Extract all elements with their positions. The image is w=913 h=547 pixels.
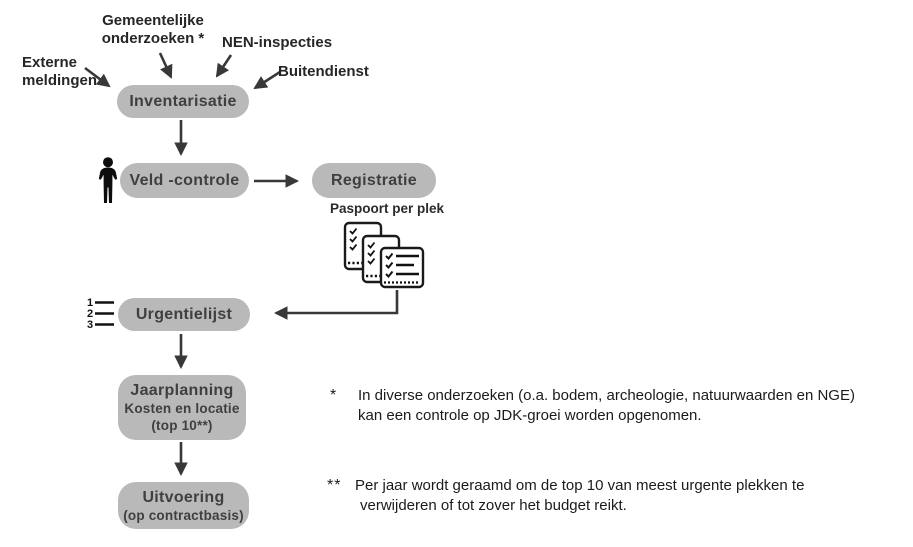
footnote-line: Per jaar wordt geraamd om de top 10 van … xyxy=(355,477,805,494)
node-inventarisatie: Inventarisatie xyxy=(117,85,249,118)
node-subline: (op contractbasis) xyxy=(123,507,244,523)
arrow-documents-to-urgentielijst xyxy=(273,290,399,320)
node-veld-controle: Veld -controle xyxy=(120,163,249,198)
list-number-1: 1 xyxy=(87,297,93,309)
footnote-marker: ** xyxy=(327,477,342,494)
node-urgentielijst: Urgentielijst xyxy=(118,298,250,331)
node-label: Urgentielijst xyxy=(135,306,233,323)
list-number-2: 2 xyxy=(87,308,93,320)
priority-numbered-list-icon: 1 2 3 xyxy=(86,296,116,331)
arrow-gemeentelijke-to-inventarisatie xyxy=(158,52,173,79)
node-label: Inventarisatie xyxy=(129,93,237,110)
registratie-caption: Paspoort per plek xyxy=(329,201,445,216)
footnote-line: kan een controle op JDK-groei worden opg… xyxy=(358,406,702,424)
label-line: meldingen xyxy=(22,72,98,89)
label-line: NEN-inspecties xyxy=(222,34,333,51)
label-gemeentelijke-onderzoeken: Gemeentelijke onderzoeken * xyxy=(97,12,209,48)
node-label: Jaarplanning xyxy=(130,382,234,399)
footnote-text: In diverse onderzoeken (o.a. bodem, arch… xyxy=(358,386,855,425)
arrow-buitendienst-to-inventarisatie xyxy=(253,70,281,90)
footnote-line: In diverse onderzoeken (o.a. bodem, arch… xyxy=(358,387,855,404)
footnote-marker: * xyxy=(330,387,338,404)
footnote-single-asterisk: * In diverse onderzoeken (o.a. bodem, ar… xyxy=(330,386,890,425)
node-label: Registratie xyxy=(331,172,417,189)
label-line: Buitendienst xyxy=(278,63,369,80)
node-subline: (top 10**) xyxy=(151,418,213,433)
label-nen-inspecties: NEN-inspecties xyxy=(222,34,332,52)
node-label: Veld -controle xyxy=(129,172,240,189)
label-buitendienst: Buitendienst xyxy=(278,63,369,81)
document-front xyxy=(379,246,425,289)
node-jaarplanning: Jaarplanning Kosten en locatie (top 10**… xyxy=(118,375,246,440)
footnote-double-asterisk: ** Per jaar wordt geraamd om de top 10 v… xyxy=(327,476,887,515)
label-line: onderzoeken * xyxy=(101,30,205,47)
label-line: Gemeentelijke xyxy=(102,12,204,29)
node-registratie: Registratie xyxy=(312,163,436,198)
node-label: Uitvoering xyxy=(142,488,225,506)
checklist-documents-icon xyxy=(343,221,425,289)
node-uitvoering: Uitvoering (op contractbasis) xyxy=(118,482,249,529)
node-subline: Kosten en locatie xyxy=(124,401,240,416)
label-externe-meldingen: Externe meldingen xyxy=(22,54,108,90)
footnote-text: Per jaar wordt geraamd om de top 10 van … xyxy=(355,476,804,515)
label-line: Externe xyxy=(22,54,78,71)
arrow-nen-to-inventarisatie xyxy=(215,54,233,78)
footnote-line: verwijderen of tot zover het budget reik… xyxy=(360,496,627,514)
inspector-person-icon xyxy=(95,157,121,205)
list-number-3: 3 xyxy=(87,319,93,330)
